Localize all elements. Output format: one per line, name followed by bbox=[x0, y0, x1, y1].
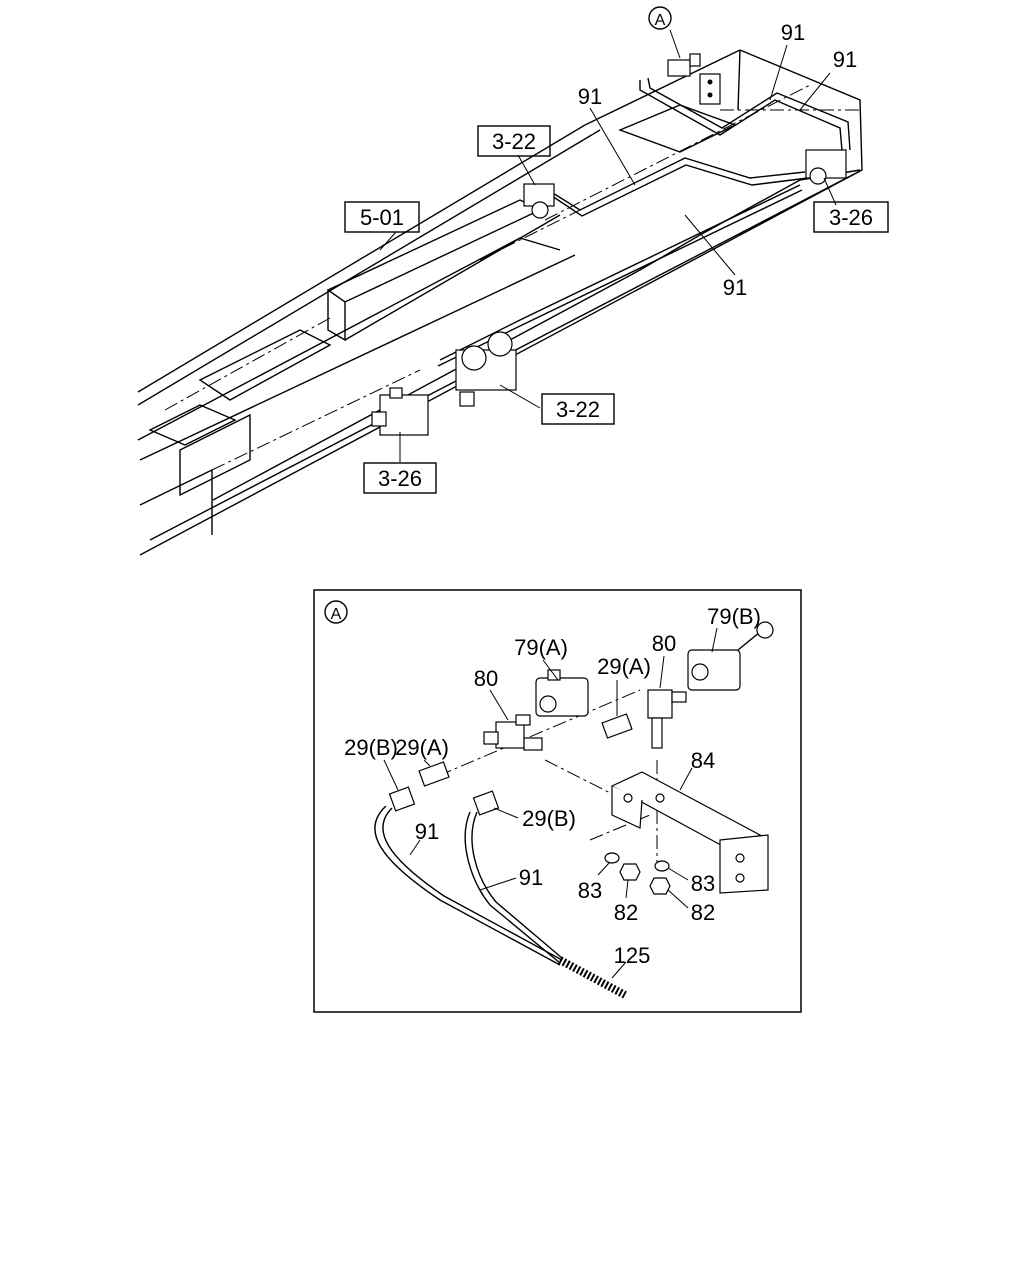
detail-callout-label: A bbox=[331, 606, 342, 623]
label-82-right: 82 bbox=[691, 900, 715, 925]
pipe-91-middle bbox=[547, 157, 806, 211]
detail-callout-circle bbox=[324, 600, 348, 624]
bracket-84 bbox=[610, 771, 769, 894]
valve-left bbox=[371, 387, 429, 436]
ref-box-3-22-lower[interactable]: 3-22 bbox=[541, 393, 615, 425]
label-91-d: 91 bbox=[723, 275, 747, 300]
detail-a-border bbox=[313, 589, 802, 1013]
frame-rail-right bbox=[149, 49, 863, 541]
nipple-29b-left bbox=[388, 786, 416, 812]
label-82-left: 82 bbox=[614, 900, 638, 925]
label-91-right: 91 bbox=[519, 865, 543, 890]
coupling-79b bbox=[687, 621, 774, 691]
frame-rail-upper-edge bbox=[137, 124, 586, 393]
hose-91-left bbox=[374, 805, 561, 966]
label-91-b: 91 bbox=[833, 47, 857, 72]
ref-box-5-01[interactable]: 5-01 bbox=[344, 201, 420, 233]
label-29a-left: 29(A) bbox=[395, 735, 449, 760]
ref-box-3-22-upper[interactable]: 3-22 bbox=[477, 125, 551, 157]
frame-rail-top bbox=[584, 49, 741, 126]
callout-circle-a bbox=[648, 6, 672, 30]
svg-text:3-26: 3-26 bbox=[829, 205, 873, 230]
label-29b-left: 29(B) bbox=[344, 735, 398, 760]
label-84: 84 bbox=[691, 748, 715, 773]
svg-text:3-26: 3-26 bbox=[378, 466, 422, 491]
label-91-c: 91 bbox=[578, 84, 602, 109]
label-83-left: 83 bbox=[578, 878, 602, 903]
detail-a-panel: A bbox=[313, 589, 802, 1013]
pipe-91-lower bbox=[439, 184, 801, 361]
nipple-29a-right bbox=[601, 713, 633, 739]
nut-82-left bbox=[619, 863, 641, 881]
coupling-79a bbox=[535, 669, 589, 717]
label-91-a: 91 bbox=[781, 20, 805, 45]
tee-fitting-80-left bbox=[483, 714, 543, 751]
brake-chamber-lower bbox=[455, 331, 517, 407]
hose-91-right bbox=[464, 811, 561, 964]
label-29b-right: 29(B) bbox=[522, 806, 576, 831]
harness-125 bbox=[558, 956, 627, 999]
label-80-left: 80 bbox=[474, 666, 498, 691]
valve-right bbox=[805, 149, 847, 185]
nut-82-right bbox=[649, 877, 671, 895]
pipe-91-upper bbox=[639, 80, 843, 151]
washer-83-right bbox=[654, 860, 670, 872]
svg-text:3-22: 3-22 bbox=[556, 397, 600, 422]
cross-member bbox=[198, 329, 332, 401]
svg-text:3-22: 3-22 bbox=[492, 129, 536, 154]
valve-upper-left bbox=[523, 183, 555, 219]
frame-view: A 91 91 91 91 3-22 5-01 3-26 3-22 3-26 bbox=[137, 6, 889, 556]
label-80-right: 80 bbox=[652, 631, 676, 656]
label-91-left: 91 bbox=[415, 819, 439, 844]
label-79b: 79(B) bbox=[707, 604, 761, 629]
ref-box-3-26-left[interactable]: 3-26 bbox=[363, 462, 437, 494]
ref-box-3-26-right[interactable]: 3-26 bbox=[813, 201, 889, 233]
callout-a-label: A bbox=[655, 12, 666, 29]
svg-text:5-01: 5-01 bbox=[360, 205, 404, 230]
label-125: 125 bbox=[614, 943, 651, 968]
washer-83-left bbox=[604, 852, 620, 864]
label-29a-right: 29(A) bbox=[597, 654, 651, 679]
label-83-right: 83 bbox=[691, 871, 715, 896]
label-79a: 79(A) bbox=[514, 635, 568, 660]
nipple-29a-left bbox=[418, 761, 450, 787]
tee-fitting-top bbox=[667, 53, 721, 105]
tee-fitting-80-right bbox=[647, 689, 687, 749]
nipple-29b-right bbox=[472, 790, 500, 816]
